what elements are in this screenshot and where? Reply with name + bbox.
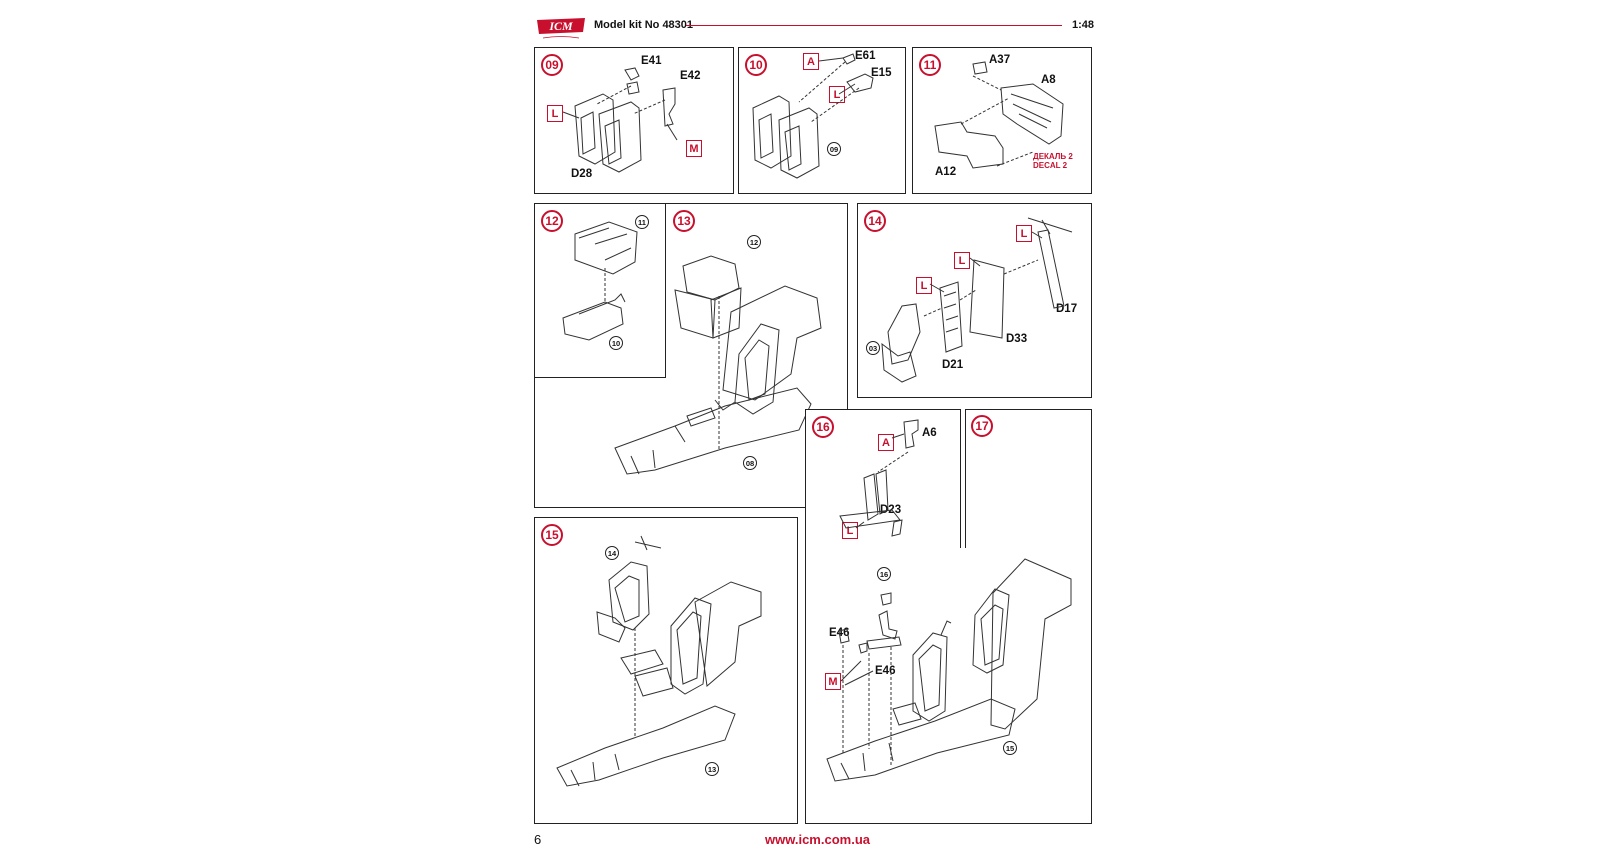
step-ref: 16	[877, 567, 891, 581]
step-number: 12	[541, 210, 563, 232]
paint-marker: M	[825, 673, 841, 690]
step-number: 14	[864, 210, 886, 232]
paint-marker: L	[547, 105, 563, 122]
step-ref: 12	[747, 235, 761, 249]
step-ref: 08	[743, 456, 757, 470]
header-rule	[686, 25, 1062, 26]
part-label: E15	[871, 67, 892, 79]
icm-logo: ICM	[533, 16, 589, 42]
part-label: E42	[680, 70, 701, 82]
part-label: D28	[571, 168, 593, 180]
step-number: 17	[971, 415, 993, 437]
seat-back-drawing	[752, 53, 874, 179]
part-label: A6	[922, 427, 937, 439]
part-label: E61	[855, 50, 876, 62]
decal-label-en: DECAL 2	[1033, 161, 1068, 170]
scale-label: 1:48	[1072, 19, 1095, 31]
part-label: A37	[989, 54, 1011, 66]
step-ref: 15	[1003, 741, 1017, 755]
part-label: A8	[1041, 74, 1056, 86]
paint-marker: L	[829, 86, 845, 103]
step-ref: 14	[605, 546, 619, 560]
step-14-panel: 14 D17 D33 D21 L L L 03	[857, 203, 1092, 398]
part-label: E46	[875, 665, 896, 677]
panel-assembly-drawing	[562, 221, 638, 341]
seat-back-drawing	[562, 67, 678, 173]
step-number: 09	[541, 54, 563, 76]
paint-marker: L	[1016, 225, 1032, 242]
step-ref: 11	[635, 215, 649, 229]
seat-installation-drawing	[556, 535, 762, 787]
step-15-panel: 15 14 13	[534, 517, 798, 824]
control-stick-drawing	[839, 419, 919, 537]
final-cockpit-drawing	[826, 558, 1072, 782]
seat-parts-drawing	[881, 217, 1073, 383]
step-12-panel: 12 11 10	[534, 203, 666, 378]
step-number: 13	[673, 210, 695, 232]
part-label: D33	[1006, 333, 1028, 345]
step-number: 16	[812, 416, 834, 438]
paint-marker: L	[954, 252, 970, 269]
step-number: 11	[919, 54, 941, 76]
paint-marker: A	[878, 434, 894, 451]
step-16-panel: 16 A6 D23 A L	[805, 409, 961, 549]
step-ref: 10	[609, 336, 623, 350]
website-link[interactable]: www.icm.com.ua	[765, 832, 870, 847]
step-11-panel: 11 A37 A8 A12 ДЕКАЛЬ 2 DECAL 2	[912, 47, 1092, 194]
decal-note: ДЕКАЛЬ 2 DECAL 2	[1033, 152, 1073, 170]
step-number: 15	[541, 524, 563, 546]
page-number: 6	[534, 832, 542, 847]
step-ref: 03	[866, 341, 880, 355]
paint-marker: L	[916, 277, 932, 294]
kit-number: Model kit No 48301	[594, 19, 694, 31]
step-17-content: 17 E46 E46 M 16 15	[805, 409, 1092, 824]
paint-marker: A	[803, 53, 819, 70]
instrument-panel-drawing	[934, 61, 1064, 169]
logo-text: ICM	[548, 19, 573, 33]
step-ref: 09	[827, 142, 841, 156]
part-label: D21	[942, 359, 964, 371]
part-label: D17	[1056, 303, 1078, 315]
step-ref: 13	[705, 762, 719, 776]
step-number: 10	[745, 54, 767, 76]
paint-marker: L	[842, 522, 858, 539]
step-09-panel: 09 E41 E42 D28 L M	[534, 47, 734, 194]
part-label: A12	[935, 166, 957, 178]
decal-label-ru: ДЕКАЛЬ 2	[1033, 152, 1073, 161]
step-10-panel: 10 E61 E15 A L 09	[738, 47, 906, 194]
paint-marker: M	[686, 140, 702, 157]
part-label: E41	[641, 55, 662, 67]
